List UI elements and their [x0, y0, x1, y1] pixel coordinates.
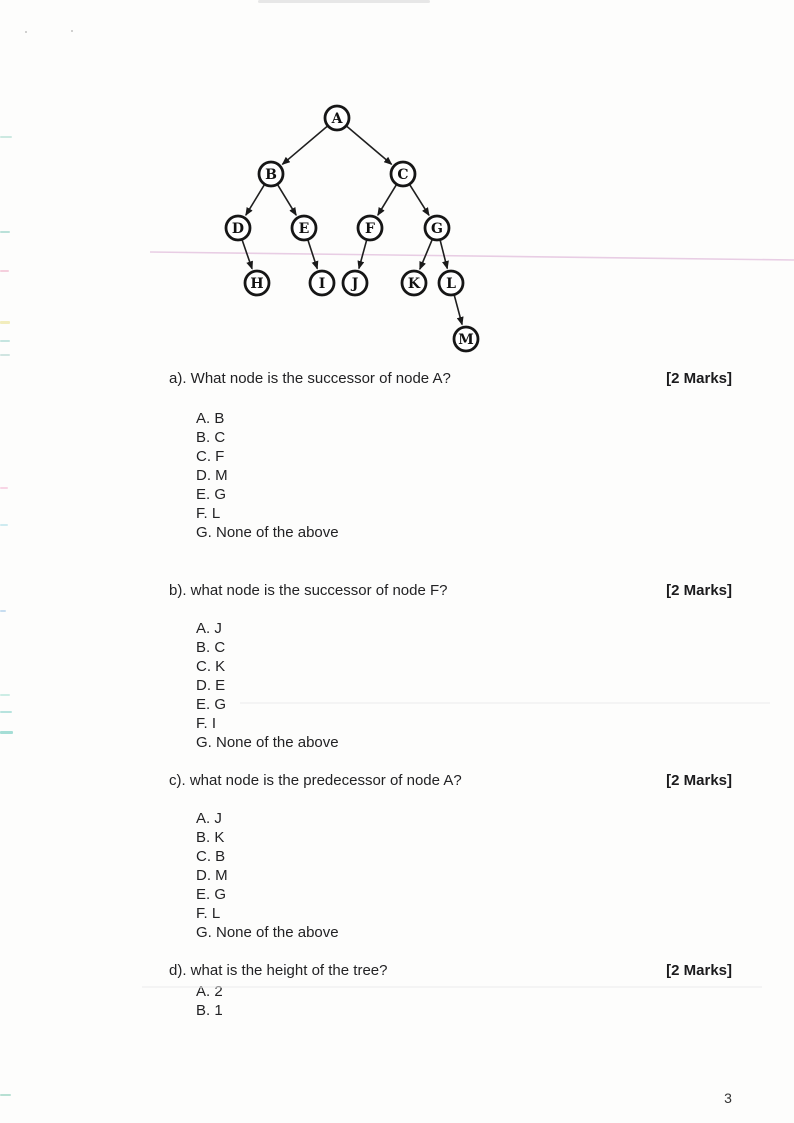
answer-option: G. None of the above: [196, 734, 339, 751]
answer-option: E. G: [196, 486, 227, 503]
tree-node-label-J: J: [350, 276, 359, 292]
question-a: a). What node is the successor of node A…: [169, 369, 732, 542]
tree-node-label-L: L: [446, 276, 456, 292]
answer-option: D. M: [196, 867, 228, 884]
answer-option: G. None of the above: [196, 924, 339, 941]
answer-option: A. J: [196, 810, 222, 827]
answer-option: F. I: [196, 715, 217, 732]
answer-option: E. G: [196, 696, 227, 713]
answer-option: A. B: [196, 410, 225, 427]
scan-edge-mark: [0, 136, 12, 138]
answer-option: D. M: [196, 467, 228, 484]
question-b: b). what node is the successor of node F…: [169, 581, 732, 752]
tree-edge-G-K: [419, 238, 434, 271]
tree-node-label-C: C: [397, 167, 408, 183]
tree-node-H: [243, 269, 271, 297]
scan-streak: [240, 702, 770, 704]
tree-node-label-E: E: [299, 221, 310, 237]
scan-edge-mark: [0, 270, 9, 272]
scan-speck: [25, 31, 27, 33]
question-a-marks: [2 Marks]: [666, 370, 732, 387]
scan-streak: [142, 986, 762, 988]
scan-edge-mark: [0, 321, 10, 324]
tree-edge-B-E: [276, 183, 297, 217]
page-number: 3: [724, 1090, 732, 1106]
tree-edge-C-G: [408, 183, 430, 217]
tree-node-B: [257, 160, 285, 188]
question-d-marks: [2 Marks]: [666, 962, 732, 979]
answer-option: C. B: [196, 848, 226, 865]
question-b-marks: [2 Marks]: [666, 582, 732, 599]
question-c-marks: [2 Marks]: [666, 772, 732, 789]
answer-option: B. K: [196, 829, 225, 846]
tree-node-label-D: D: [232, 221, 244, 237]
tree-node-J: [341, 269, 369, 297]
scan-edge-mark: [0, 340, 10, 342]
answer-option: B. C: [196, 639, 226, 656]
question-d-text: d). what is the height of the tree?: [169, 962, 388, 979]
scan-smudge: [258, 0, 430, 3]
tree-edge-D-H: [241, 239, 253, 270]
scan-edge-mark: [0, 1094, 11, 1096]
answer-option: F. L: [196, 505, 221, 522]
binary-tree-diagram: A B C D E F G H I J K L M: [149, 104, 794, 353]
question-c-options: A. J B. K C. B D. M E. G F. L G. None of the a…: [196, 809, 732, 942]
tree-node-G: [423, 214, 451, 242]
tree-node-label-H: H: [250, 276, 263, 292]
tree-node-label-M: M: [458, 332, 474, 348]
tree-edge-L-M: [453, 294, 464, 326]
answer-option: A. J: [196, 620, 222, 637]
question-a-options: A. B B. C C. F D. M E. G F. L G. None of the a…: [196, 409, 732, 542]
question-d: d). what is the height of the tree? [2 M…: [169, 961, 732, 1020]
question-c-text: c). what node is the predecessor of node…: [169, 772, 462, 789]
tree-edge-B-D: [245, 183, 266, 217]
tree-node-label-A: A: [331, 111, 344, 127]
tree-node-label-F: F: [365, 221, 375, 237]
tree-node-label-G: G: [431, 221, 443, 237]
tree-edge-C-F: [377, 183, 398, 217]
tree-node-C: [389, 160, 417, 188]
scan-edge-mark: [0, 231, 10, 233]
scan-edge-mark: [0, 487, 8, 489]
scan-edge-mark: [0, 610, 6, 612]
scan-edge-mark: [0, 711, 12, 713]
answer-option: F. L: [196, 905, 221, 922]
tree-node-L: [437, 269, 465, 297]
tree-edge-E-I: [306, 239, 319, 270]
scan-edge-mark: [0, 694, 10, 696]
answer-option: C. F: [196, 448, 225, 465]
answer-option: B. 1: [196, 1002, 223, 1019]
scan-pink-line: [149, 251, 794, 261]
tree-node-label-K: K: [408, 276, 421, 292]
question-b-options: A. J B. C C. K D. E E. G F. I G. None of the a…: [196, 619, 732, 752]
tree-node-I: [308, 269, 336, 297]
question-a-text: a). What node is the successor of node A…: [169, 370, 451, 387]
scan-edge-mark: [0, 354, 10, 356]
answer-option: C. K: [196, 658, 226, 675]
tree-edge-G-L: [439, 239, 449, 270]
scan-speck: [71, 30, 73, 32]
tree-node-K: [400, 269, 428, 297]
tree-node-F: [356, 214, 384, 242]
tree-edge-A-B: [281, 125, 329, 165]
answer-option: G. None of the above: [196, 524, 339, 541]
tree-node-E: [290, 214, 318, 242]
question-c: c). what node is the predecessor of node…: [169, 771, 732, 942]
answer-option: E. G: [196, 886, 227, 903]
tree-node-A: [323, 104, 351, 132]
answer-option: D. E: [196, 677, 226, 694]
scan-edge-mark: [0, 524, 8, 526]
answer-option: A. 2: [196, 983, 223, 1000]
tree-node-label-B: B: [265, 167, 277, 183]
question-b-text: b). what node is the successor of node F…: [169, 582, 448, 599]
tree-edge-A-C: [345, 125, 393, 165]
tree-node-M: [452, 325, 480, 353]
scan-edge-mark: [0, 731, 13, 734]
tree-node-D: [224, 214, 252, 242]
tree-node-label-I: I: [319, 276, 326, 292]
answer-option: B. C: [196, 429, 226, 446]
tree-edge-F-J: [357, 239, 368, 270]
